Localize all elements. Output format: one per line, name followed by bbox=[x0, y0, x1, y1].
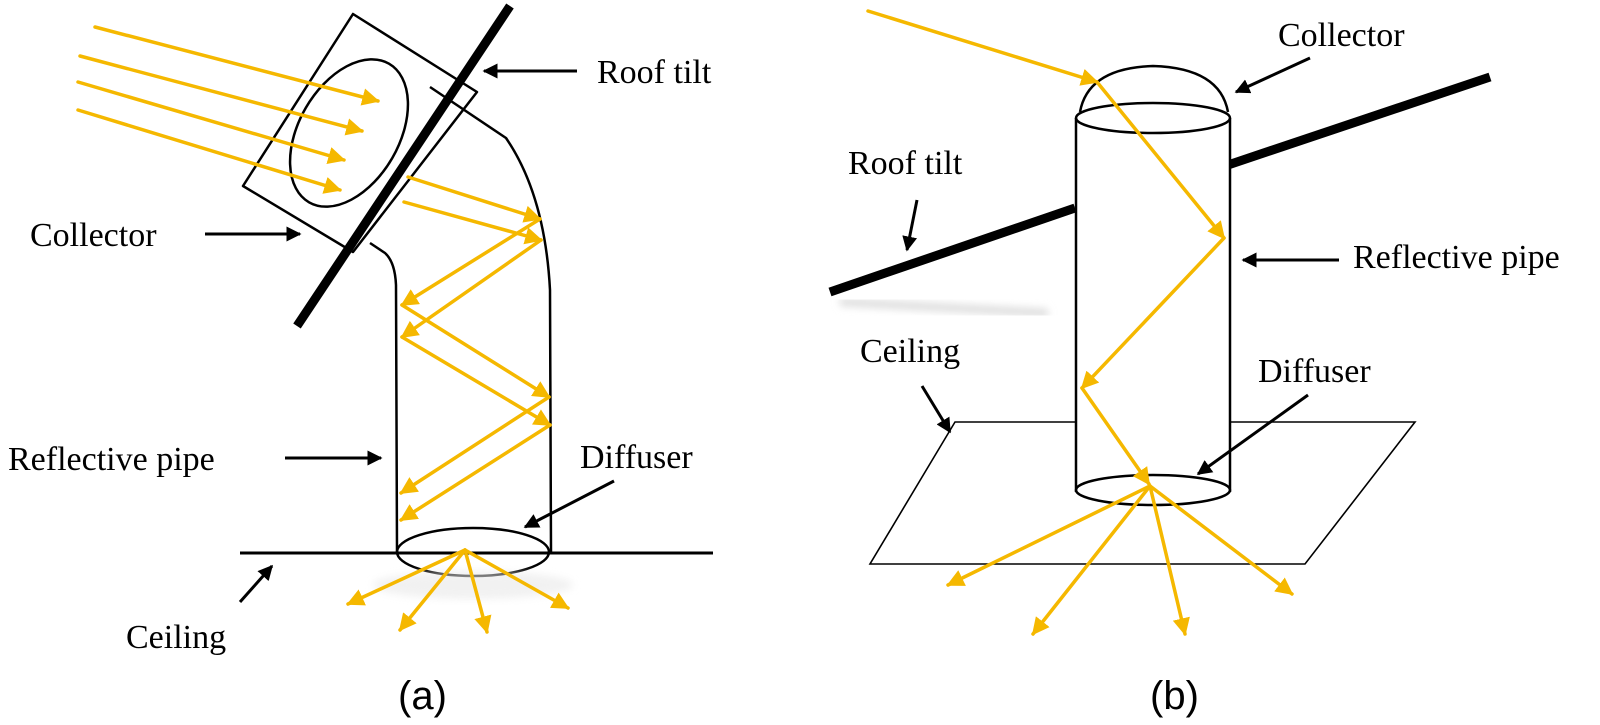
light-ray bbox=[866, 9, 1099, 86]
label-diffuser-b: Diffuser bbox=[1258, 353, 1371, 390]
light-ray bbox=[1148, 484, 1294, 596]
diffused-rays-b bbox=[946, 484, 1294, 636]
panel-a: Roof tilt Collector Reflective pipe Diff… bbox=[8, 3, 713, 718]
incoming-rays-a bbox=[76, 25, 380, 194]
panel-b: Collector Roof tilt Reflective pipe Ceil… bbox=[828, 9, 1560, 718]
label-collector-b: Collector bbox=[1278, 17, 1405, 54]
collector-dome-b bbox=[1078, 64, 1230, 113]
light-ray bbox=[1095, 80, 1226, 240]
light-ray bbox=[463, 548, 492, 634]
ceiling-plane-b bbox=[868, 421, 1417, 565]
diffuser-pointer-a bbox=[523, 479, 615, 529]
collector-rim-b bbox=[1074, 101, 1232, 135]
collector-pointer-b bbox=[1234, 56, 1311, 94]
caption-a: (a) bbox=[398, 674, 447, 718]
light-ray bbox=[346, 548, 467, 606]
light-ray bbox=[1031, 484, 1152, 636]
diffuser-pointer-b bbox=[1196, 393, 1309, 476]
light-ray bbox=[399, 395, 551, 495]
ceiling-pointer-a bbox=[238, 564, 274, 603]
collector-housing-a bbox=[241, 12, 479, 254]
label-ceiling-b: Ceiling bbox=[860, 333, 960, 370]
label-ceiling-a: Ceiling bbox=[126, 619, 226, 656]
roof-line-right-b bbox=[1226, 72, 1492, 170]
pointer-arrows-a bbox=[205, 63, 615, 603]
roof-tilt-pointer-b bbox=[902, 199, 919, 252]
diffused-rays-a bbox=[346, 548, 570, 634]
caption-b: (b) bbox=[1150, 674, 1199, 718]
pointer-arrows-b bbox=[902, 56, 1339, 476]
reflected-rays-b bbox=[866, 9, 1226, 486]
light-ray bbox=[1148, 484, 1190, 636]
light-ray bbox=[400, 238, 543, 339]
roof-line-a bbox=[293, 3, 514, 329]
reflected-rays-a bbox=[399, 175, 552, 522]
collector-lens-a bbox=[288, 58, 410, 208]
light-ray bbox=[78, 54, 364, 136]
light-ray bbox=[406, 175, 542, 223]
light-ray bbox=[1080, 386, 1151, 486]
light-ray bbox=[400, 217, 542, 307]
label-roof-tilt-b: Roof tilt bbox=[848, 145, 963, 182]
light-ray bbox=[76, 108, 342, 194]
label-diffuser-a: Diffuser bbox=[580, 439, 693, 476]
light-ray bbox=[400, 303, 551, 399]
light-ray bbox=[398, 548, 467, 632]
pipe-inner-wall-a bbox=[369, 241, 399, 553]
label-reflective-pipe-b: Reflective pipe bbox=[1353, 239, 1560, 276]
label-roof-tilt-a: Roof tilt bbox=[597, 54, 712, 91]
light-ray bbox=[76, 80, 346, 164]
label-collector-a: Collector bbox=[30, 217, 157, 254]
roof-shadow-b bbox=[839, 298, 1049, 317]
light-ray bbox=[399, 423, 552, 522]
light-ray bbox=[463, 548, 570, 610]
light-ray bbox=[93, 25, 380, 106]
light-ray bbox=[946, 484, 1152, 587]
label-reflective-pipe-a: Reflective pipe bbox=[8, 441, 215, 478]
roof-line-left-b bbox=[828, 203, 1077, 297]
pipe-body-b bbox=[1076, 118, 1230, 492]
pipe-outer-wall-a bbox=[429, 85, 553, 553]
ceiling-pointer-b bbox=[920, 385, 952, 434]
light-ray bbox=[402, 200, 543, 245]
light-ray bbox=[1080, 236, 1226, 390]
